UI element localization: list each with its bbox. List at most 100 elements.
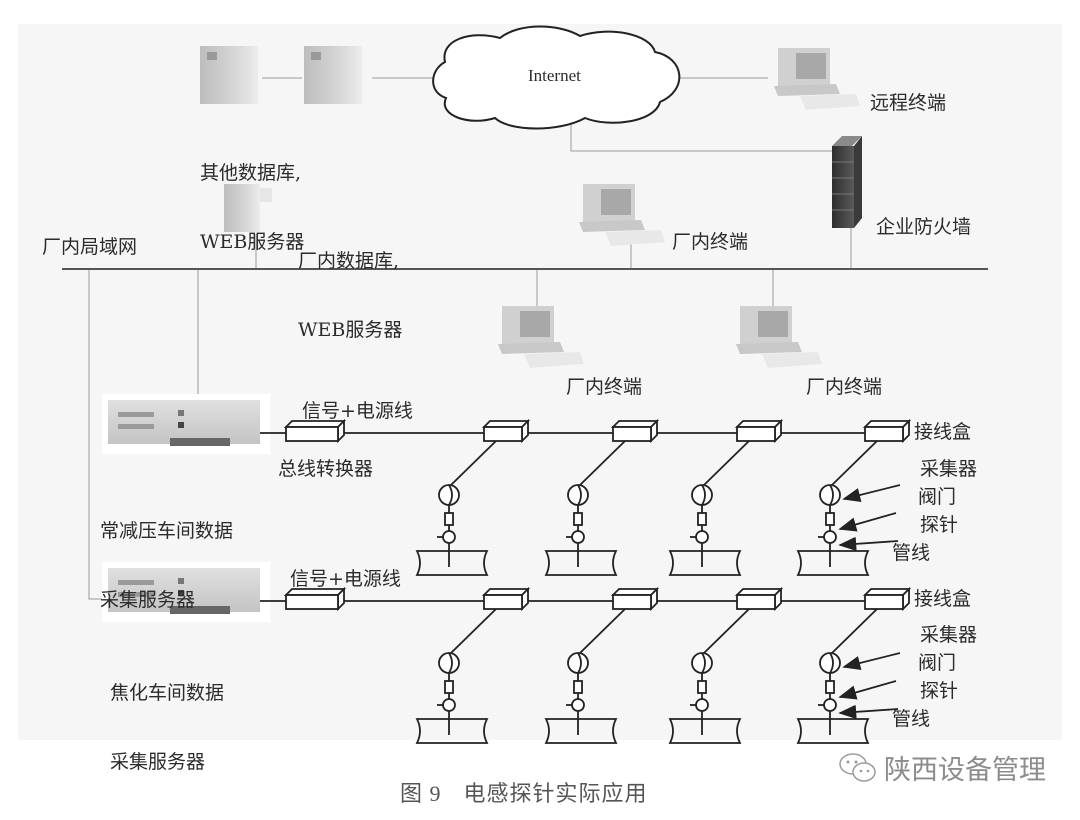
arrow-collector — [842, 652, 901, 671]
valve-icon — [573, 512, 583, 526]
link-internet-firewall — [570, 112, 832, 152]
probe-icon — [823, 530, 837, 544]
pipeline-label: 管线 — [892, 542, 931, 564]
junction-box-icon — [862, 586, 912, 612]
sensor-node — [668, 440, 750, 576]
drop-cable — [831, 440, 878, 486]
collector-label: 采集器 — [920, 458, 978, 480]
watermark-text: 陕西设备管理 — [884, 755, 1046, 786]
bus-converter-icon — [283, 586, 347, 612]
probe-icon — [823, 698, 837, 712]
collector-icon — [438, 484, 460, 506]
junction-box-icon — [734, 586, 784, 612]
valve-icon — [697, 512, 707, 526]
collector-icon — [567, 484, 589, 506]
server2-label: 焦化车间数据 采集服务器 — [110, 636, 224, 820]
desktop-computer-icon — [736, 306, 822, 368]
probe-icon — [571, 698, 585, 712]
server2-label-line1: 焦化车间数据 — [110, 682, 225, 704]
plant-lan-label: 厂内局域网 — [42, 236, 138, 258]
arrow-probe — [838, 704, 899, 720]
server1-label-line1: 常减压车间数据 — [100, 520, 234, 542]
pipeline-icon — [544, 718, 618, 744]
sensor-node — [415, 440, 497, 576]
valve-icon — [573, 680, 583, 694]
pipeline-icon — [668, 718, 742, 744]
valve-icon — [444, 512, 454, 526]
pipeline-icon — [415, 718, 489, 744]
arrow-collector — [842, 484, 901, 503]
watermark: 陕西设备管理 — [838, 748, 1046, 787]
drop-cable — [579, 608, 626, 654]
bus-converter-icon — [283, 418, 347, 444]
junction-box-label: 接线盒 — [914, 421, 972, 443]
server-tower-icon — [200, 46, 258, 104]
plant-db-label-line2: WEB服务器 — [298, 319, 403, 341]
cloud-icon — [432, 25, 681, 130]
arrow-valve — [838, 512, 897, 532]
caption-title: 电感探针实际应用 — [463, 781, 648, 806]
valve-icon — [825, 680, 835, 694]
arrow-valve — [838, 680, 897, 700]
server-tower-icon — [304, 46, 362, 104]
pipeline-icon — [796, 550, 870, 576]
firewall-label: 企业防火墙 — [876, 216, 972, 238]
wechat-icon — [839, 752, 876, 782]
pipeline-icon — [544, 550, 618, 576]
arrow-probe — [838, 536, 899, 552]
remote-terminal-label: 远程终端 — [870, 92, 947, 114]
caption-number: 图 9 — [400, 781, 442, 806]
server1-label-line2: 采集服务器 — [100, 589, 196, 611]
junction-box-icon — [481, 586, 531, 612]
pipeline-icon — [415, 550, 489, 576]
probe-label-2: 探针 — [920, 680, 959, 702]
cable-label-1: 信号+电源线 — [302, 400, 413, 422]
sensor-node — [544, 440, 626, 576]
desktop-computer-icon — [498, 306, 584, 368]
server1-label: 常减压车间数据 采集服务器 — [100, 474, 233, 658]
junction-box-icon — [481, 418, 531, 444]
probe-icon — [442, 530, 456, 544]
plant-terminal-top-label: 厂内终端 — [672, 231, 749, 253]
collector-icon — [567, 652, 589, 674]
collector-icon — [691, 652, 713, 674]
probe-icon — [695, 698, 709, 712]
other-db-label: 其他数据库, WEB服务器 — [200, 116, 304, 300]
pipeline-icon — [796, 718, 870, 744]
valve-icon — [697, 680, 707, 694]
probe-icon — [571, 530, 585, 544]
drop-cable — [831, 608, 878, 654]
other-db-label-line2: WEB服务器 — [200, 231, 305, 253]
cable-label-2: 信号+电源线 — [290, 568, 401, 590]
plant-db-label: 厂内数据库, WEB服务器 — [298, 204, 402, 388]
bus-converter-label: 总线转换器 — [278, 458, 374, 480]
junction-box-label-2: 接线盒 — [914, 588, 972, 610]
junction-box-icon — [862, 418, 912, 444]
sensor-node — [544, 608, 626, 744]
probe-label: 探针 — [920, 514, 959, 536]
junction-box-icon — [734, 418, 784, 444]
drop-cable — [703, 608, 750, 654]
drop-cable — [450, 608, 497, 654]
drop-cable — [450, 440, 497, 486]
valve-icon — [825, 512, 835, 526]
sensor-node — [415, 608, 497, 744]
plant-terminal-right-label: 厂内终端 — [806, 376, 883, 398]
sensor-node — [668, 608, 750, 744]
desktop-computer-icon — [774, 48, 860, 110]
firewall-icon — [832, 136, 862, 228]
drop-cable — [703, 440, 750, 486]
collector-icon — [438, 652, 460, 674]
legend-arrows — [838, 484, 901, 552]
rack-server-icon — [102, 562, 270, 622]
plant-db-label-line1: 厂内数据库, — [298, 250, 400, 272]
figure-caption: 图 9 电感探针实际应用 — [400, 776, 648, 808]
junction-box-icon — [610, 418, 660, 444]
collector-icon — [691, 484, 713, 506]
sensor-node — [796, 608, 878, 744]
server-tower-icon — [224, 184, 272, 232]
probe-icon — [695, 530, 709, 544]
legend-arrows — [838, 652, 901, 720]
